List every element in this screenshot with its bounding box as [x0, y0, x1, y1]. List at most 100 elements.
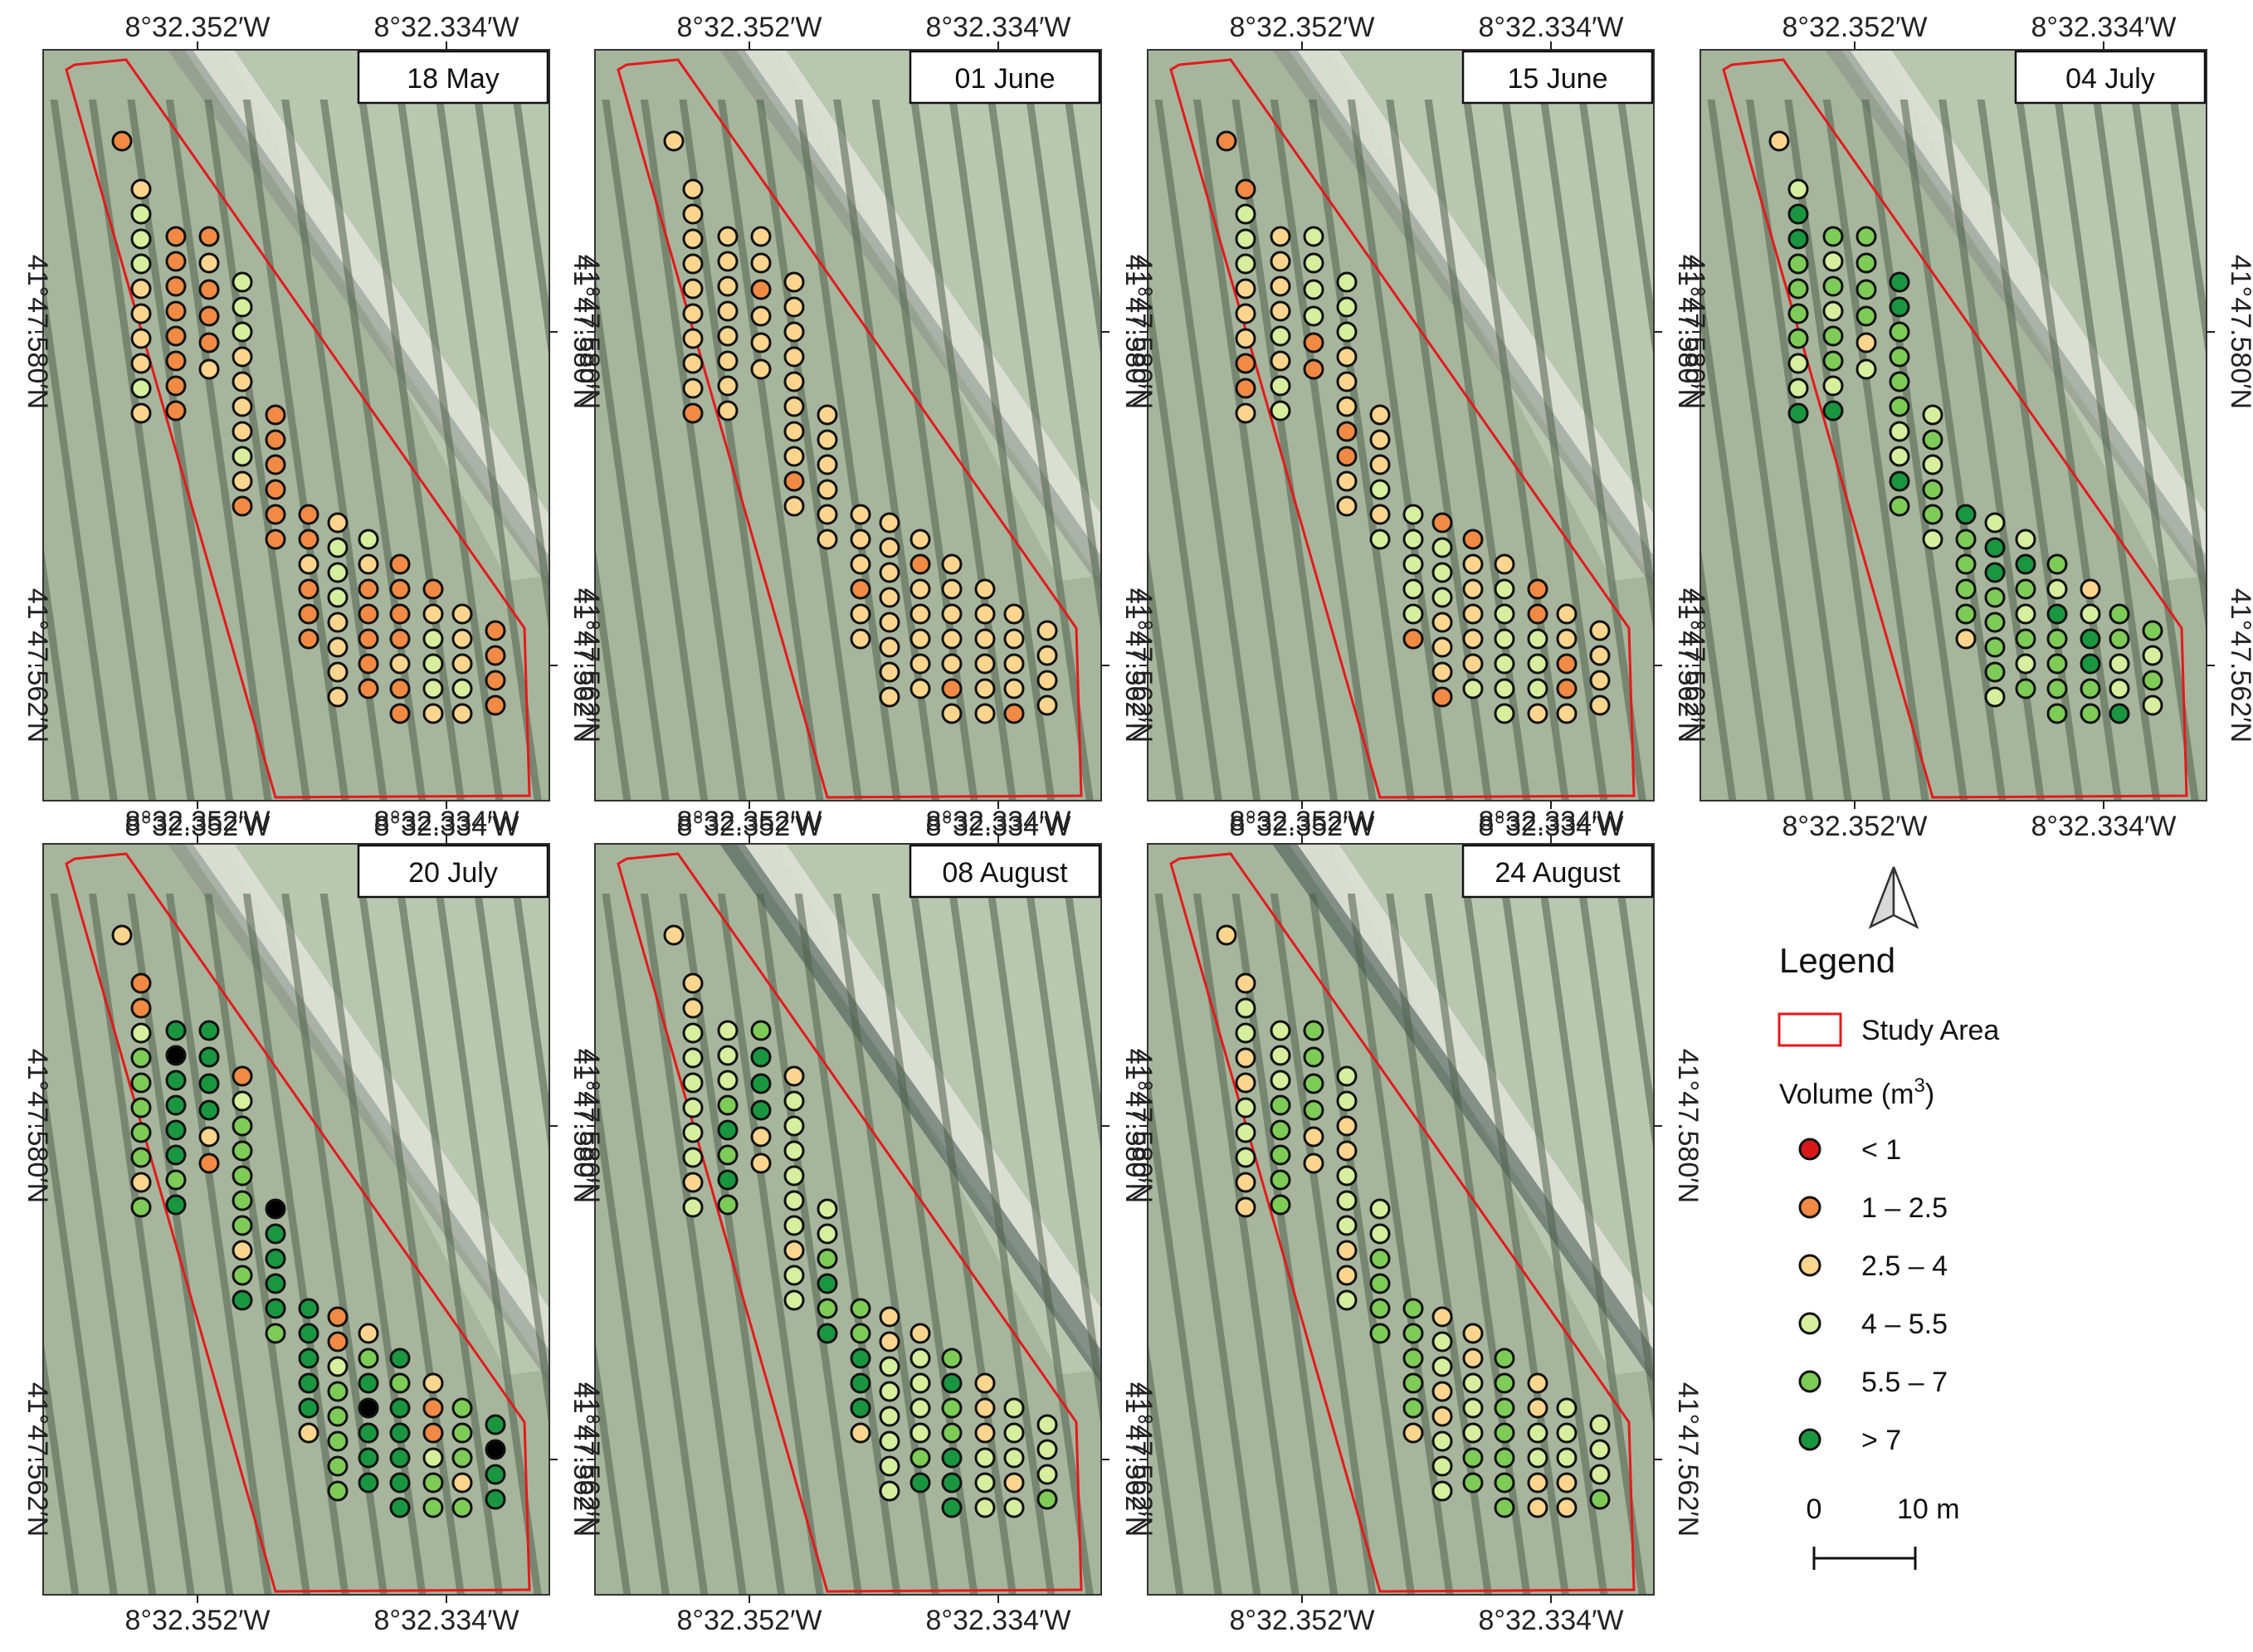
tree-point	[941, 678, 963, 699]
tree-point	[2109, 653, 2130, 675]
tree-point	[682, 353, 704, 374]
tree-point	[232, 321, 253, 343]
date-label: 04 July	[2065, 63, 2155, 95]
tree-point	[327, 1306, 349, 1328]
tree-point	[1270, 375, 1291, 397]
volume-title: Volume (m3)	[1779, 1075, 1934, 1110]
tree-point	[130, 1097, 152, 1118]
tree-point	[422, 1372, 444, 1394]
tree-point	[232, 1265, 253, 1286]
study-area-outline	[617, 852, 1083, 1593]
tree-point	[198, 252, 220, 274]
tree-point	[232, 271, 253, 293]
legend-class-label: 4 – 5.5	[1861, 1308, 1948, 1340]
date-label: 08 August	[942, 857, 1068, 889]
tree-point	[1336, 1190, 1358, 1211]
tree-point	[1235, 203, 1256, 225]
longitude-label: 8°32.352′W	[1230, 806, 1375, 837]
tree-point	[327, 1480, 349, 1502]
map-frame	[42, 49, 550, 802]
tree-point	[717, 1045, 739, 1066]
tree-point	[389, 1447, 411, 1469]
tree-point	[1270, 350, 1291, 372]
tree-point	[1462, 1323, 1484, 1344]
tree-point	[1856, 305, 1877, 327]
tree-point	[451, 1447, 473, 1469]
tree-point	[1494, 553, 1515, 575]
tree-point	[2015, 553, 2036, 575]
tree-point	[1431, 636, 1453, 658]
tree-point	[817, 1248, 838, 1269]
tree-point	[1889, 371, 1910, 392]
tree-point	[130, 1022, 152, 1044]
tree-point	[909, 529, 931, 550]
tree-point	[783, 421, 805, 442]
tree-point	[1556, 703, 1578, 724]
tree-point	[682, 1072, 704, 1094]
tree-point	[1036, 1489, 1058, 1510]
tree-point	[165, 1144, 187, 1166]
tree-point	[298, 529, 319, 550]
tree-point	[1984, 612, 2006, 633]
tree-point	[1336, 321, 1358, 343]
tree-point	[389, 653, 411, 675]
tree-point	[1369, 1273, 1391, 1294]
tree-point	[1431, 1331, 1453, 1352]
tree-point	[1303, 1099, 1324, 1121]
tree-point	[232, 470, 253, 492]
tree-point	[909, 1347, 931, 1369]
tree-point	[327, 612, 349, 633]
tree-point	[165, 1020, 187, 1041]
tree-point	[130, 303, 152, 324]
tree-point	[422, 1447, 444, 1469]
tree-point	[389, 1497, 411, 1518]
tree-point	[850, 628, 871, 650]
tree-point	[850, 1298, 871, 1319]
tree-point	[1527, 1472, 1548, 1494]
tree-point	[1270, 1169, 1291, 1191]
tree-point	[1889, 446, 1910, 467]
tree-point	[783, 495, 805, 517]
tree-point	[1556, 1497, 1578, 1518]
tree-point	[1922, 429, 1943, 451]
tree-point	[265, 1198, 286, 1220]
tree-point	[389, 578, 411, 600]
tree-points	[663, 130, 1058, 724]
tree-point	[750, 1126, 772, 1148]
tree-point	[1336, 1115, 1358, 1137]
tree-point	[1889, 421, 1910, 442]
tree-point	[879, 1356, 900, 1377]
map-frame	[1147, 843, 1655, 1596]
tree-point	[682, 228, 704, 250]
tree-point	[232, 1065, 253, 1087]
tree-point	[974, 653, 996, 675]
tree-point	[1494, 628, 1515, 650]
tree-point	[909, 1472, 931, 1494]
tree-point	[1336, 271, 1358, 293]
tree-point	[879, 1306, 900, 1328]
tree-point	[974, 1422, 996, 1444]
tree-point	[1036, 670, 1058, 691]
tree-point	[2142, 645, 2163, 666]
tree-point	[265, 1273, 286, 1294]
date-label: 01 June	[955, 63, 1056, 95]
tree-point	[682, 328, 704, 349]
tree-point	[2015, 653, 2036, 675]
tree-point	[1431, 1406, 1453, 1427]
latitude-label: 41°47.562′N	[1126, 588, 1158, 743]
tree-point	[717, 1144, 739, 1166]
longitude-label: 8°32.334′W	[926, 12, 1071, 43]
tree-points	[663, 924, 1058, 1518]
tree-point	[1336, 1090, 1358, 1112]
tree-point	[1336, 446, 1358, 467]
tree-point	[1235, 1072, 1256, 1094]
tree-point	[165, 275, 187, 297]
date-label-box	[357, 844, 549, 899]
tree-point	[1955, 578, 1977, 600]
tree-point	[358, 578, 379, 600]
aerial-imagery	[1148, 844, 1654, 1595]
tree-point	[1431, 1430, 1453, 1452]
tree-point	[1494, 1422, 1515, 1444]
tree-point	[1787, 253, 1809, 275]
tree-point	[1235, 278, 1256, 300]
